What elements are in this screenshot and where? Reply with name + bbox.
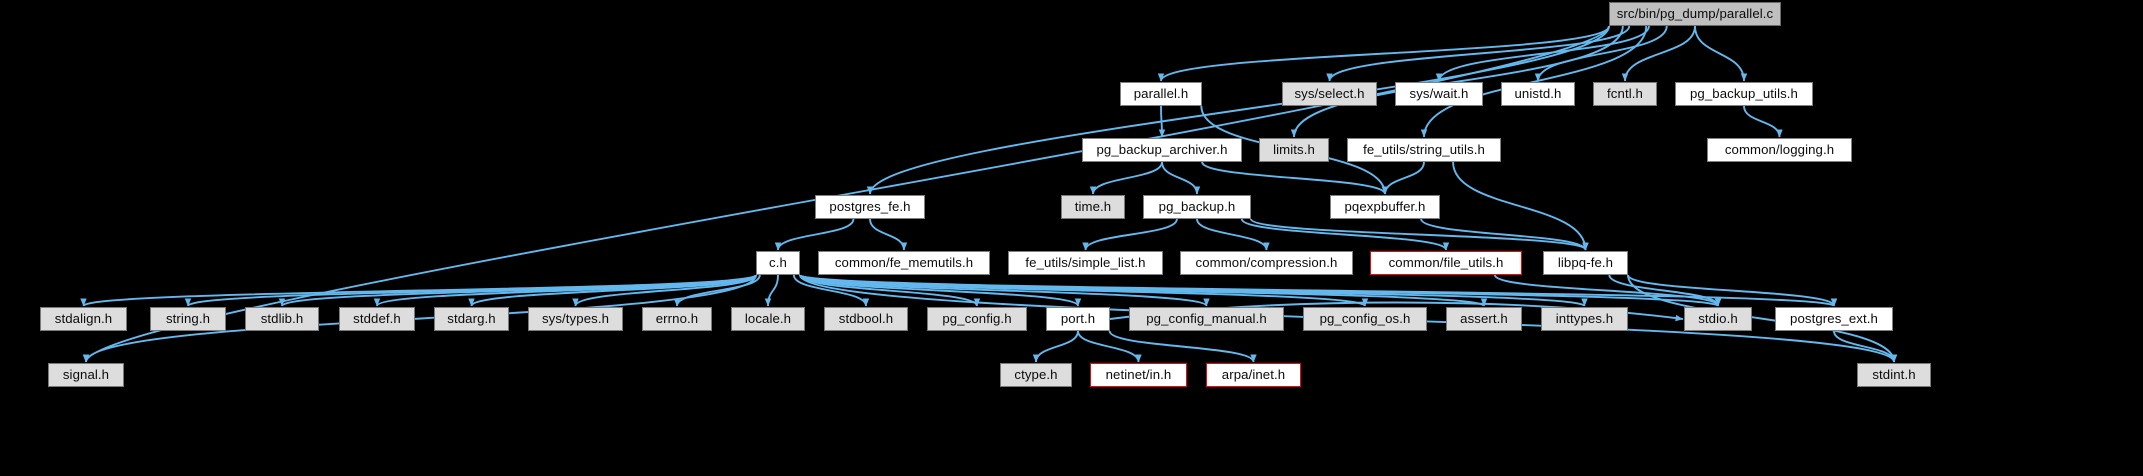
graph-node-pg-config-manual-h[interactable]: pg_config_manual.h (1129, 307, 1284, 331)
graph-node-pg-backup-h[interactable]: pg_backup.h (1143, 195, 1251, 219)
graph-edge-root-to-pg-backup-utils-h (1694, 25, 1748, 82)
graph-node-pg-config-h[interactable]: pg_config.h (927, 307, 1027, 331)
graph-node-common-fe-memutils-h[interactable]: common/fe_memutils.h (818, 251, 990, 275)
graph-node-common-compression-h[interactable]: common/compression.h (1180, 251, 1353, 275)
graph-node-limits-h[interactable]: limits.h (1259, 138, 1329, 162)
graph-node-assert-h[interactable]: assert.h (1446, 307, 1522, 331)
graph-node-signal-h[interactable]: signal.h (48, 363, 124, 387)
graph-node-sys-types-h[interactable]: sys/types.h (528, 307, 623, 331)
graph-edge-libpq-fe-h-to-stdio-h (1608, 274, 1722, 307)
graph-edge-pg-backup-archiver-h-to-pqexpbuffer-h (1201, 161, 1389, 195)
graph-edge-c-h-to-signal-h (82, 274, 757, 363)
graph-node-common-logging-h[interactable]: common/logging.h (1707, 138, 1852, 162)
graph-node-locale-h[interactable]: locale.h (731, 307, 805, 331)
graph-node-stddef-h[interactable]: stddef.h (339, 307, 415, 331)
graph-edge-parallel-h-to-pg-backup-archiver-h (1158, 105, 1166, 138)
graph-edge-pg-backup-archiver-h-to-time-h (1089, 161, 1163, 195)
graph-edge-pg-backup-h-to-common-file-utils-h (1240, 218, 1450, 251)
graph-edge-pg-backup-archiver-h-to-pg-backup-h (1161, 161, 1201, 195)
graph-node-stdint-h[interactable]: stdint.h (1857, 363, 1931, 387)
graph-edge-libpq-fe-h-to-postgres-ext-h (1627, 274, 1838, 307)
edge-group (80, 25, 1898, 363)
graph-edge-pg-backup-h-to-fe-utils-simple-list-h (1082, 218, 1178, 251)
graph-node-arpa-inet-h[interactable]: arpa/inet.h (1206, 363, 1301, 387)
graph-node-postgres-ext-h[interactable]: postgres_ext.h (1775, 307, 1893, 331)
graph-node-root[interactable]: src/bin/pg_dump/parallel.c (1609, 2, 1781, 26)
graph-node-stdio-h[interactable]: stdio.h (1684, 307, 1752, 331)
graph-node-stdarg-h[interactable]: stdarg.h (434, 307, 509, 331)
graph-node-c-h[interactable]: c.h (756, 251, 800, 275)
graph-node-sys-select-h[interactable]: sys/select.h (1282, 82, 1377, 106)
graph-edge-c-h-to-pg-config-manual-h (799, 274, 1210, 307)
graph-edge-root-to-fe-utils-string-utils-h (1420, 25, 1648, 138)
graph-edge-fe-utils-string-utils-h-to-libpq-fe-h (1452, 161, 1589, 251)
graph-node-port-h[interactable]: port.h (1046, 307, 1110, 331)
graph-node-string-h[interactable]: string.h (150, 307, 226, 331)
graph-edge-root-to-parallel-h (1157, 25, 1610, 82)
graph-edge-fe-utils-string-utils-h-to-pqexpbuffer-h (1381, 161, 1425, 195)
graph-node-errno-h[interactable]: errno.h (642, 307, 712, 331)
graph-node-sys-wait-h[interactable]: sys/wait.h (1395, 82, 1483, 106)
graph-edge-root-to-fcntl-h (1621, 25, 1696, 82)
graph-edge-pg-backup-h-to-common-compression-h (1196, 218, 1270, 251)
graph-edge-c-h-to-stdbool-h (792, 274, 870, 307)
graph-edge-pg-backup-utils-h-to-common-logging-h (1743, 105, 1783, 138)
graph-node-libpq-fe-h[interactable]: libpq-fe.h (1543, 251, 1628, 275)
graph-edge-port-h-to-netinet-in-h (1077, 330, 1142, 363)
graph-node-pg-config-os-h[interactable]: pg_config_os.h (1303, 307, 1427, 331)
graph-node-pg-backup-archiver-h[interactable]: pg_backup_archiver.h (1082, 138, 1242, 162)
graph-edge-root-to-sys-select-h (1326, 25, 1631, 82)
graph-edge-pg-backup-h-to-libpq-fe-h (1250, 218, 1589, 251)
graph-node-netinet-in-h[interactable]: netinet/in.h (1090, 363, 1187, 387)
graph-edge-root-to-sys-wait-h (1435, 25, 1650, 82)
graph-node-stdalign-h[interactable]: stdalign.h (40, 307, 127, 331)
graph-node-common-file-utils-h[interactable]: common/file_utils.h (1370, 251, 1522, 275)
graph-node-fe-utils-string-utils-h[interactable]: fe_utils/string_utils.h (1347, 138, 1501, 162)
graph-node-fe-utils-simple-list-h[interactable]: fe_utils/simple_list.h (1008, 251, 1163, 275)
graph-node-ctype-h[interactable]: ctype.h (1000, 363, 1072, 387)
graph-node-unistd-h[interactable]: unistd.h (1501, 82, 1575, 106)
graph-edge-common-file-utils-h-to-stdio-h (1494, 274, 1722, 307)
graph-edge-c-h-to-stdarg-h (468, 274, 757, 307)
graph-edge-port-h-to-ctype-h (1032, 330, 1079, 363)
graph-edge-c-h-to-pg-config-h (799, 274, 981, 307)
graph-edge-c-h-to-postgres-ext-h (799, 274, 1837, 307)
graph-node-parallel-h[interactable]: parallel.h (1120, 82, 1202, 106)
graph-node-time-h[interactable]: time.h (1061, 195, 1125, 219)
graph-edge-root-to-unistd-h (1534, 25, 1668, 82)
graph-edge-postgres-fe-h-to-c-h (774, 218, 855, 251)
graph-node-fcntl-h[interactable]: fcntl.h (1593, 82, 1657, 106)
graph-edge-postgres-fe-h-to-common-fe-memutils-h (869, 218, 908, 251)
graph-edge-root-to-limits-h (1290, 25, 1624, 138)
graph-edge-port-h-to-arpa-inet-h (1108, 330, 1257, 363)
graph-edge-c-h-to-errno-h (673, 274, 761, 307)
graph-node-stdlib-h[interactable]: stdlib.h (245, 307, 319, 331)
graph-node-postgres-fe-h[interactable]: postgres_fe.h (815, 195, 925, 219)
graph-edge-c-h-to-locale-h (764, 274, 779, 307)
graph-node-inttypes-h[interactable]: inttypes.h (1541, 307, 1628, 331)
graph-edge-c-h-to-sys-types-h (572, 274, 757, 307)
graph-edge-root-to-postgres-fe-h (866, 25, 1610, 195)
graph-edge-libpq-fe-h-to-stdint-h (1627, 274, 1898, 363)
graph-node-pqexpbuffer-h[interactable]: pqexpbuffer.h (1330, 195, 1440, 219)
graph-edge-c-h-to-port-h (799, 274, 1082, 307)
graph-node-stdbool-h[interactable]: stdbool.h (824, 307, 908, 331)
graph-edge-pqexpbuffer-h-to-libpq-fe-h (1420, 218, 1589, 251)
graph-node-pg-backup-utils-h[interactable]: pg_backup_utils.h (1675, 82, 1813, 106)
